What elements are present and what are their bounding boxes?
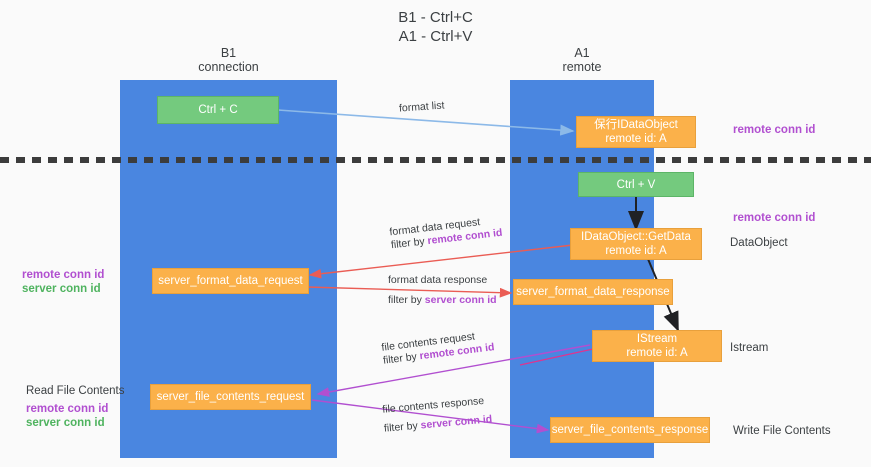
node-ctrl-v-label: Ctrl + V: [616, 178, 656, 191]
label-dataobject: DataObject: [730, 237, 788, 249]
node-server-format-data-request[interactable]: server_format_data_request: [152, 268, 309, 294]
label-remote-conn-id-mid: remote conn id: [733, 212, 816, 224]
page-title: B1 - Ctrl+C A1 - Ctrl+V: [0, 8, 871, 46]
node-server-file-contents-response[interactable]: server_file_contents_response: [550, 417, 710, 443]
arrow-istream-accent: [519, 348, 594, 366]
label-write-file-contents: Write File Contents: [733, 425, 831, 437]
arrow-file-contents-request: [316, 344, 591, 397]
lane-header-b1-line2: connection: [198, 60, 259, 74]
title-line-1: B1 - Ctrl+C: [398, 9, 473, 26]
node-ctrl-c[interactable]: Ctrl + C: [157, 96, 279, 124]
title-line-2: A1 - Ctrl+V: [398, 28, 473, 45]
node-getdata-line2: remote id: A: [605, 245, 667, 257]
node-server-file-contents-request-label: server_file_contents_request: [156, 391, 305, 403]
node-istream-line1: IStream: [636, 333, 678, 345]
label-left-remote-conn-id-bottom: remote conn id: [26, 403, 109, 415]
node-ctrl-v[interactable]: Ctrl + V: [578, 172, 694, 197]
filter-prefix: filter by: [388, 294, 425, 306]
node-idataobject[interactable]: 保行IDataObject remote id: A: [576, 116, 696, 148]
arrow-format-list: [277, 109, 575, 136]
node-server-file-contents-request[interactable]: server_file_contents_request: [150, 384, 311, 410]
label-left-remote-conn-id-mid: remote conn id: [22, 269, 105, 281]
lane-header-a1-line2: remote: [562, 60, 602, 74]
arrow-format-data-response: [306, 286, 513, 298]
node-idataobject-getdata[interactable]: IDataObject::GetData remote id: A: [570, 228, 702, 260]
label-remote-conn-id-top: remote conn id: [733, 124, 816, 136]
arrow-format-data-request: [308, 244, 574, 279]
node-ctrl-c-label: Ctrl + C: [198, 104, 238, 116]
node-server-format-data-request-label: server_format_data_request: [158, 275, 303, 287]
label-read-file-contents: Read File Contents: [26, 385, 125, 397]
filter-prefix: filter by: [383, 419, 422, 435]
node-server-file-contents-response-label: server_file_contents_response: [551, 424, 709, 436]
arrow-file-contents-response: [311, 399, 550, 434]
node-getdata-line1: IDataObject::GetData: [581, 231, 691, 243]
arrow-label-format-data-response: format data response filter by server co…: [388, 274, 497, 307]
label-left-server-conn-id-mid: server conn id: [22, 283, 101, 295]
label-left-server-conn-id-bottom: server conn id: [26, 417, 105, 429]
lane-header-a1: A1 remote: [510, 46, 654, 74]
lane-header-a1-line1: A1: [574, 46, 590, 60]
arrow-label-format-data-response-line1: format data response: [388, 274, 488, 286]
node-server-format-data-response-label: server_format_data_response: [516, 286, 670, 298]
label-istream: Istream: [730, 342, 769, 354]
lane-header-b1-line1: B1: [220, 46, 237, 60]
arrow-label-format-list-text: format list: [398, 99, 445, 115]
lane-header-b1: B1 connection: [120, 46, 337, 74]
node-istream[interactable]: IStream remote id: A: [592, 330, 722, 362]
node-idataobject-line1: 保行IDataObject: [594, 119, 678, 131]
node-server-format-data-response[interactable]: server_format_data_response: [513, 279, 673, 305]
filter-key-server-conn-id: server conn id: [424, 294, 497, 306]
node-istream-line2: remote id: A: [626, 347, 688, 359]
arrow-label-format-data-response-line2: filter by server conn id: [388, 294, 497, 307]
node-idataobject-line2: remote id: A: [605, 133, 667, 145]
